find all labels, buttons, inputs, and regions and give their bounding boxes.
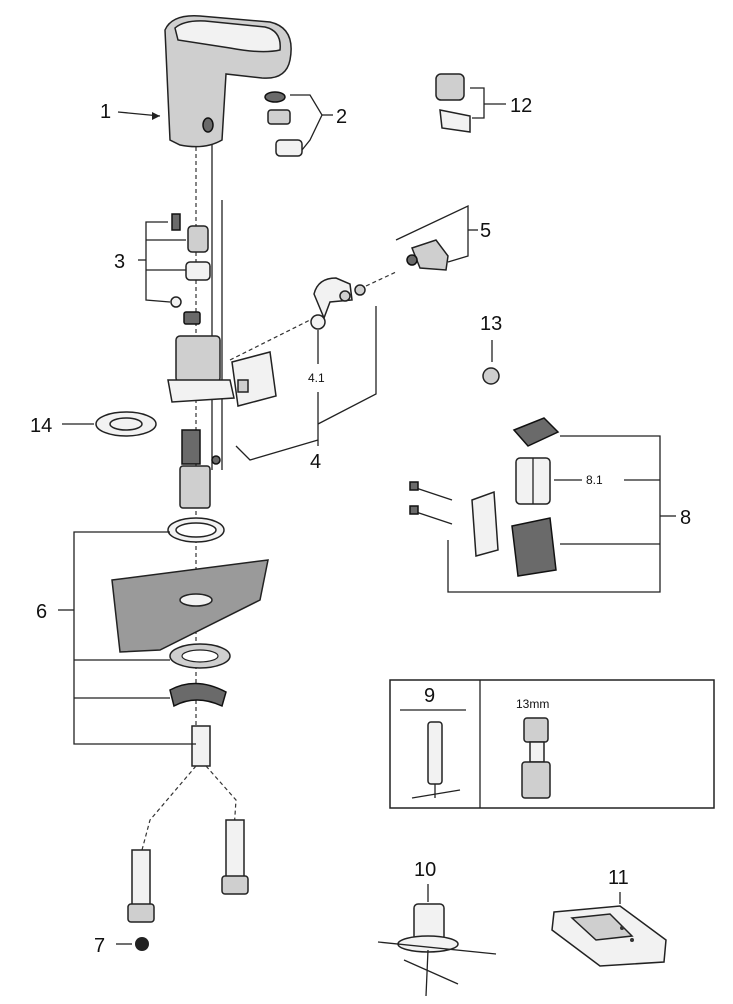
- leader-1-arrow: [152, 112, 160, 120]
- installation-tool: [377, 903, 497, 997]
- hose-connector: [310, 277, 366, 330]
- label-9: 9: [424, 685, 435, 707]
- label-14: 14: [30, 415, 52, 437]
- label-6: 6: [36, 601, 47, 623]
- aerator-parts: [264, 91, 303, 157]
- seal-ring: [135, 937, 149, 951]
- axis-5: [365, 271, 397, 287]
- hose-nut-right: [221, 875, 249, 895]
- o-ring-hole: [175, 522, 217, 538]
- assembly-tool: [411, 721, 461, 799]
- small-screw: [482, 367, 500, 385]
- label-7: 7: [94, 935, 105, 957]
- label-13: 13: [480, 313, 502, 335]
- hose-right: [225, 819, 245, 879]
- leader-3: [145, 221, 171, 303]
- sensor-clip: [237, 379, 249, 393]
- label-8: 8: [680, 507, 691, 529]
- threaded-stud: [191, 725, 211, 767]
- mounting-bracket-screws: [409, 481, 499, 557]
- remote-control: [551, 905, 667, 967]
- faucet-body: [164, 15, 292, 148]
- label-5: 5: [480, 220, 491, 242]
- solenoid-connector: [406, 239, 449, 271]
- hex-socket-tool: [521, 717, 551, 799]
- label-3: 3: [114, 251, 125, 273]
- leader-4b: [317, 306, 377, 425]
- valve-cartridge: [170, 213, 211, 325]
- label-2: 2: [336, 106, 347, 128]
- leader-8: [447, 435, 661, 593]
- mounting-base: [167, 335, 235, 509]
- electronics-box: [511, 417, 560, 577]
- washer-hole: [181, 649, 219, 663]
- leader-4c: [235, 439, 319, 461]
- axis-4: [229, 319, 311, 361]
- fixing-plate: [169, 682, 227, 708]
- leader-6: [73, 531, 196, 745]
- tool-size: 13mm: [516, 697, 549, 711]
- label-11: 11: [608, 867, 629, 889]
- hose-axis-left: [141, 765, 197, 851]
- label-8-1: 8.1: [586, 473, 603, 487]
- hose-left: [131, 849, 151, 909]
- label-4: 4: [310, 451, 321, 473]
- hose-nut-left: [127, 903, 155, 923]
- countertop-hole: [179, 593, 213, 607]
- spare-aerator: [435, 73, 471, 133]
- label-4-1: 4.1: [308, 371, 325, 385]
- label-12: 12: [510, 95, 532, 117]
- label-10: 10: [414, 859, 436, 881]
- leader-12: [470, 87, 485, 119]
- base-gasket-hole: [109, 417, 143, 431]
- sensor-bracket: [231, 351, 277, 407]
- tool-box: [389, 679, 715, 809]
- label-1: 1: [100, 101, 111, 123]
- leader-5: [395, 204, 469, 263]
